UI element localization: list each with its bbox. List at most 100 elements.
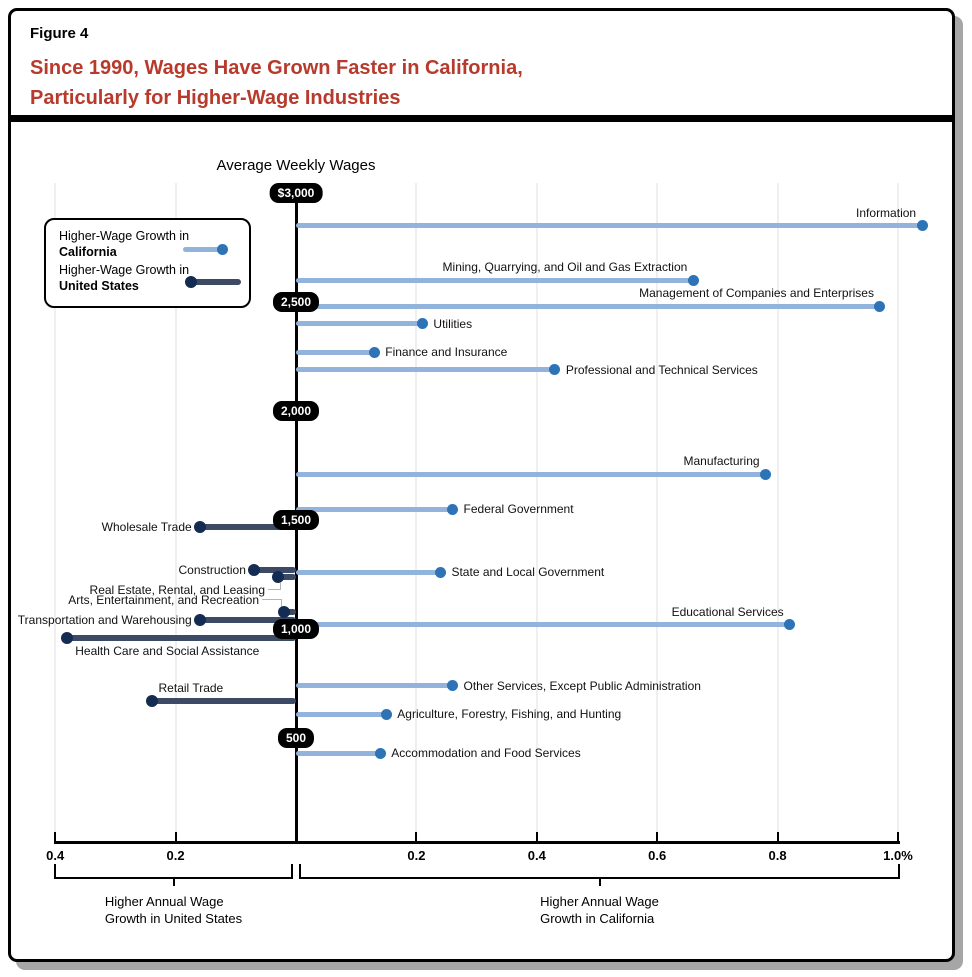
wage-pill: 2,500 [272, 292, 320, 312]
industry-label: Mining, Quarrying, and Oil and Gas Extra… [442, 260, 688, 275]
gridline [776, 183, 779, 841]
gridline [535, 183, 538, 841]
x-axis-tick [897, 832, 899, 841]
gridline [656, 183, 659, 841]
ca-bracket-end [898, 864, 900, 879]
industry-label: Other Services, Except Public Administra… [463, 678, 701, 693]
industry-dot [193, 520, 206, 533]
industry-bar [296, 750, 381, 756]
industry-dot [784, 619, 796, 631]
industry-dot [145, 694, 158, 707]
industry-dot [271, 570, 284, 583]
industry-bar [67, 634, 296, 641]
label-connector [268, 588, 281, 591]
x-axis-tick-label: 0.2 [166, 848, 185, 863]
industry-dot [277, 605, 290, 618]
figure-title-line2: Particularly for Higher-Wage Industries [30, 87, 401, 109]
industry-label: Federal Government [463, 502, 574, 517]
industry-bar [296, 349, 375, 355]
legend-swatch-dot [185, 276, 197, 288]
x-axis-tick [54, 832, 57, 841]
wage-pill: 2,000 [272, 401, 320, 421]
legend-swatch-line [193, 279, 241, 285]
industry-bar [296, 303, 880, 309]
industry-dot [368, 346, 380, 358]
legend-swatch-line [183, 247, 221, 252]
industry-dot [874, 300, 886, 312]
industry-label: Accommodation and Food Services [391, 746, 581, 761]
industry-label: Agriculture, Forestry, Fishing, and Hunt… [397, 707, 622, 722]
figure-label: Figure 4 [30, 25, 89, 42]
industry-bar [253, 567, 296, 574]
industry-bar [296, 277, 694, 283]
industry-dot [447, 503, 459, 515]
gridline [415, 183, 418, 841]
industry-label: Wholesale Trade [101, 519, 192, 534]
industry-label: Arts, Entertainment, and Recreation [68, 592, 259, 607]
us-bracket-end [291, 864, 293, 879]
industry-bar [151, 697, 296, 704]
legend-item-line2: California [59, 245, 117, 259]
x-axis-tick-label: 0.6 [648, 848, 667, 863]
industry-dot [447, 680, 459, 692]
label-connector [262, 598, 282, 601]
x-axis-tick-label: 0.4 [46, 848, 65, 863]
industry-label: Manufacturing [683, 454, 760, 469]
y-axis-title: Average Weekly Wages [216, 157, 376, 174]
industry-bar [296, 223, 923, 229]
industry-bar [277, 573, 296, 580]
industry-label: Educational Services [671, 604, 784, 619]
industry-dot [687, 274, 699, 286]
us-bracket-end [54, 864, 56, 879]
industry-bar [199, 617, 296, 624]
industry-bar [296, 711, 387, 717]
legend-item-line1: Higher-Wage Growth in [59, 263, 190, 277]
industry-dot [61, 631, 74, 644]
industry-label: Health Care and Social Assistance [75, 643, 260, 658]
industry-bar [296, 569, 441, 575]
x-axis-line [54, 841, 900, 844]
header-divider [11, 115, 952, 122]
industry-label: Finance and Insurance [385, 345, 508, 360]
industry-bar [296, 506, 453, 512]
wage-pill: 1,000 [272, 619, 320, 639]
legend-swatch-dot [217, 244, 228, 255]
gridline [54, 183, 57, 841]
industry-dot [916, 220, 928, 232]
industry-bar [283, 608, 296, 615]
figure-4-chart: Figure 4 Since 1990, Wages Have Grown Fa… [8, 8, 955, 962]
x-axis-tick [776, 832, 779, 841]
industry-bar [296, 683, 453, 689]
x-axis-tick-label: 0.2 [407, 848, 426, 863]
x-axis-tick-label: 1.0% [883, 848, 913, 863]
wage-pill: 1,500 [272, 510, 320, 530]
gridline [174, 183, 177, 841]
legend-item-line2: United States [59, 279, 139, 293]
industry-bar [296, 321, 423, 327]
legend-item-line1: Higher-Wage Growth in [59, 229, 190, 243]
legend-item: Higher-Wage Growth in California [59, 228, 189, 260]
industry-label: Real Estate, Rental, and Leasing [89, 582, 265, 597]
us-bracket-tick [172, 877, 175, 886]
x-axis-tick-label: 0.4 [527, 848, 546, 863]
wage-pill: 500 [277, 728, 315, 748]
industry-bar [296, 471, 766, 477]
label-connector [279, 582, 282, 590]
industry-label: Management of Companies and Enterprises [639, 286, 874, 301]
industry-label: Information [856, 205, 917, 220]
industry-dot [434, 566, 446, 578]
ca-bracket-tick [598, 877, 601, 886]
industry-bar [199, 523, 296, 530]
label-connector [280, 598, 283, 607]
industry-bar [296, 622, 790, 628]
figure-title: Since 1990, Wages Have Grown Faster in C… [30, 53, 523, 113]
gridline [897, 183, 899, 841]
industry-dot [247, 564, 260, 577]
us-region-label: Higher Annual Wage Growth in United Stat… [104, 894, 243, 926]
industry-label: Transportation and Warehousing [17, 613, 192, 628]
x-axis-tick [535, 832, 538, 841]
wage-pill: $3,000 [269, 183, 323, 203]
ca-region-label: Higher Annual Wage Growth in California [540, 894, 659, 926]
